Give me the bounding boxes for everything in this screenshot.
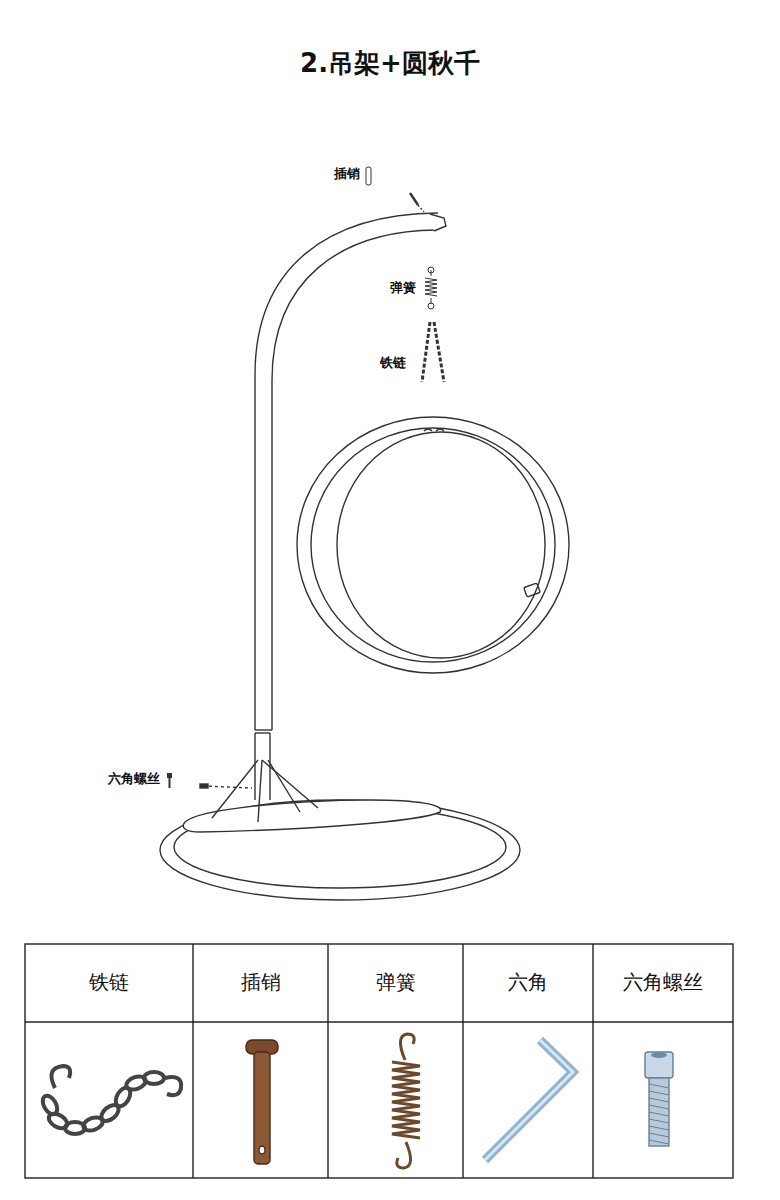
table-header-cell: 弹簧 [328, 970, 463, 994]
table-header-cell: 铁链 [25, 970, 193, 994]
table-header-cell: 六角螺丝 [593, 970, 733, 994]
part-label: 六角螺丝 [70, 771, 160, 787]
page-title: 2.吊架+圆秋千 [0, 48, 780, 79]
part-label: 铁链 [346, 355, 406, 371]
table-header-cell: 插销 [193, 970, 328, 994]
table-header-cell: 六角 [463, 970, 593, 994]
part-label: 弹簧 [356, 280, 416, 296]
part-label: 插销 [300, 166, 360, 182]
